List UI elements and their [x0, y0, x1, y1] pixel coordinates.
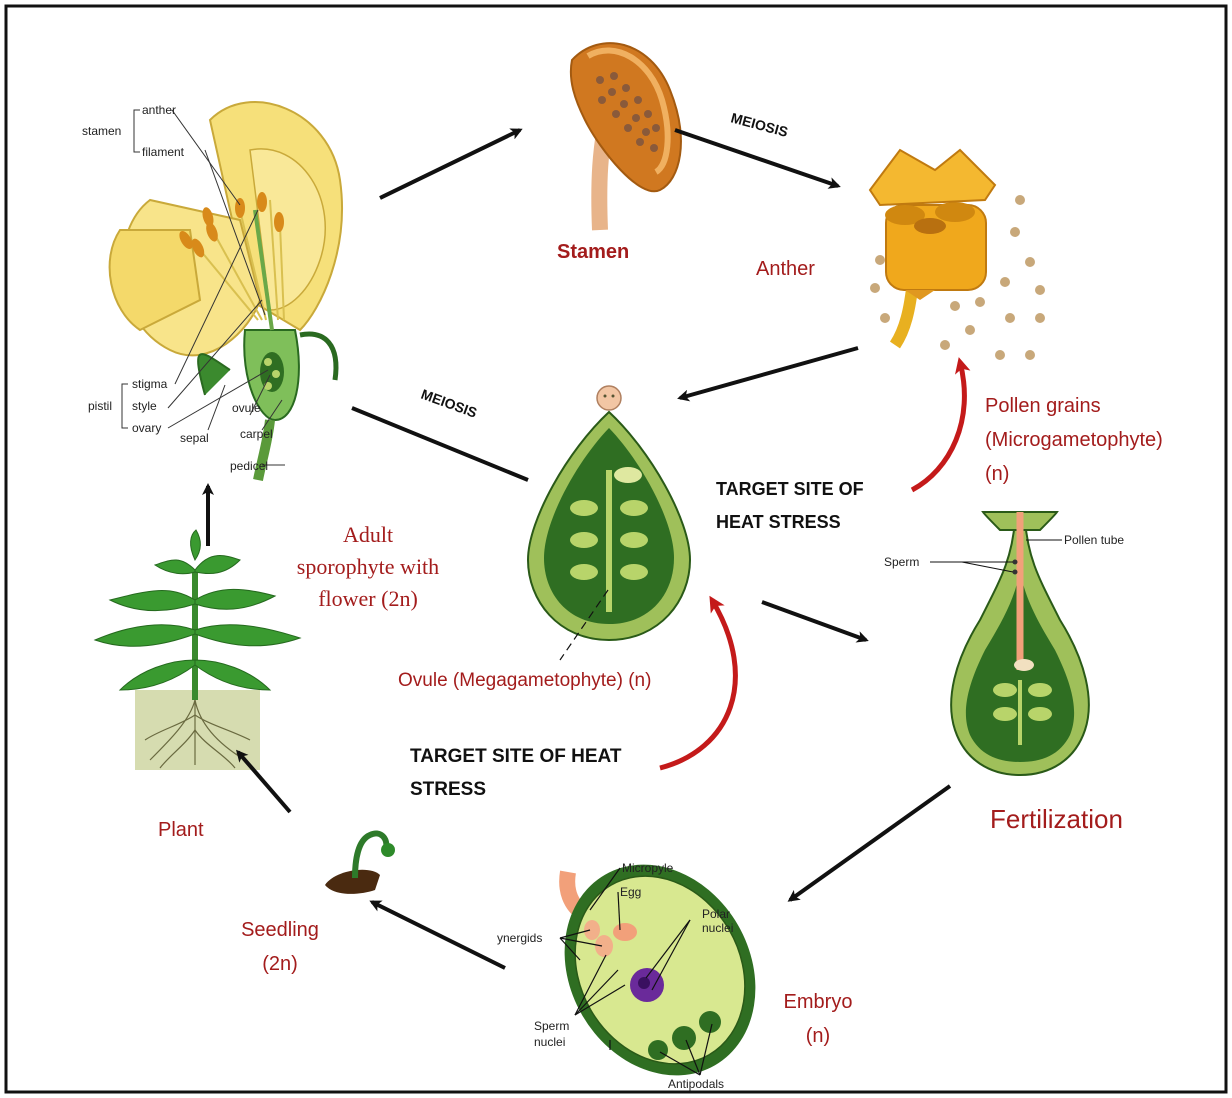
- label-fertilization: Fertilization: [990, 804, 1123, 834]
- flower-part-carpel: carpel: [240, 427, 273, 441]
- embryo-part-synergids: ynergids: [497, 931, 542, 945]
- label-adult-line2: sporophyte with: [297, 554, 439, 579]
- label-seedling-line2: (2n): [262, 953, 298, 975]
- label-adult-line1: Adult: [343, 522, 393, 547]
- embryo-part-polar-line2: nuclei: [702, 921, 733, 935]
- label-anther: Anther: [756, 258, 815, 280]
- flower-part-ovule: ovule: [232, 401, 261, 415]
- label-pollen-line2: (Microgametophyte): [985, 429, 1163, 451]
- label-stamen: Stamen: [557, 241, 629, 263]
- label-target1-line1: TARGET SITE OF: [716, 479, 864, 499]
- label-target2-line2: STRESS: [410, 779, 486, 800]
- flower-part-pedicel: pedicel: [230, 459, 268, 473]
- label-ovule: Ovule (Megagametophyte) (n): [398, 670, 651, 691]
- embryo-part-egg: Egg: [620, 885, 641, 899]
- fertilization-part-pollen-tube: Pollen tube: [1064, 533, 1124, 547]
- flower-part-filament: filament: [142, 145, 185, 159]
- label-embryo-line2: (n): [806, 1025, 830, 1047]
- label-seedling-line1: Seedling: [241, 919, 319, 941]
- label-target1-line2: HEAT STRESS: [716, 512, 841, 532]
- flower-part-sepal: sepal: [180, 431, 209, 445]
- flower-part-stigma: stigma: [132, 377, 168, 391]
- label-adult-line3: flower (2n): [318, 586, 418, 611]
- label-target2-line1: TARGET SITE OF HEAT: [410, 746, 622, 767]
- flower-part-ovary: ovary: [132, 421, 161, 435]
- label-pollen-line3: (n): [985, 463, 1009, 485]
- label-pollen-line1: Pollen grains: [985, 395, 1101, 417]
- flower-part-anther: anther: [142, 103, 176, 117]
- embryo-part-sperm-line2: nuclei: [534, 1035, 565, 1049]
- embryo-part-sperm-line1: Sperm: [534, 1019, 569, 1033]
- label-plant: Plant: [158, 819, 204, 841]
- embryo-part-polar-line1: Polar: [702, 907, 730, 921]
- flower-part-pistil: pistil: [88, 399, 112, 413]
- label-embryo-line1: Embryo: [784, 991, 853, 1013]
- flower-part-style: style: [132, 399, 157, 413]
- fertilization-part-sperm: Sperm: [884, 555, 919, 569]
- embryo-part-antipodals: Antipodals: [668, 1077, 724, 1091]
- flower-part-stamen: stamen: [82, 124, 121, 138]
- embryo-part-micropyle: Micropyle: [622, 861, 674, 875]
